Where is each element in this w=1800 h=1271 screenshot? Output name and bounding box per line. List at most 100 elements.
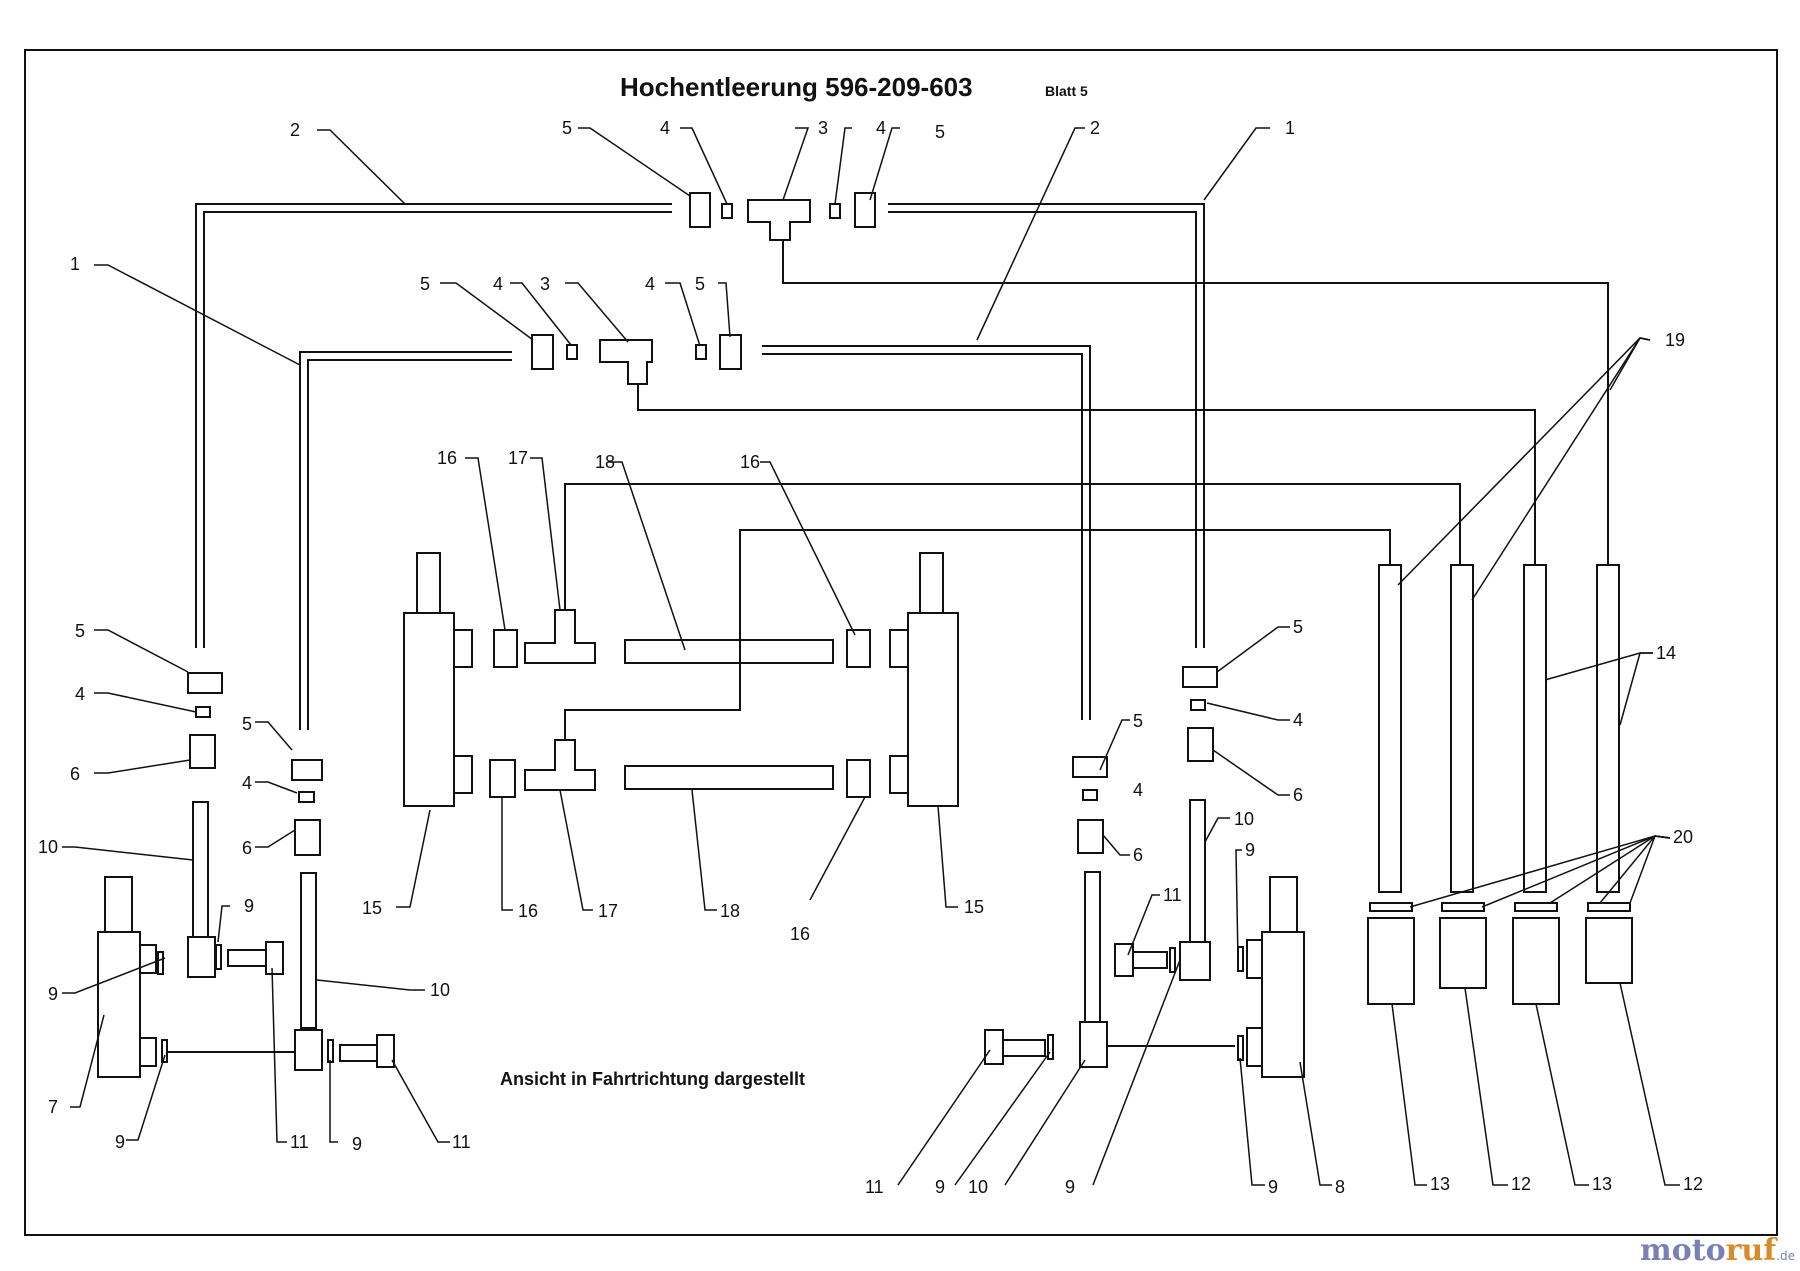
drawing-frame — [24, 49, 1778, 1236]
part-16-lower-right — [846, 759, 871, 798]
tube-18-lower — [624, 765, 834, 790]
pipe-10-left-b — [300, 872, 317, 1029]
svg-text:motoruf.de: motoruf.de — [1640, 1233, 1795, 1268]
ref-label: 2 — [290, 120, 300, 140]
ref-label: 9 — [935, 1177, 945, 1197]
hydraulic-line-middle-lower — [564, 529, 1391, 740]
ref-label: 9 — [115, 1132, 125, 1152]
ref-label: 12 — [1683, 1174, 1703, 1194]
ref-label: 6 — [1133, 845, 1143, 865]
cylinder-15-right — [907, 612, 959, 807]
part-5-top-right — [854, 192, 876, 228]
ref-label: 1 — [70, 254, 80, 274]
reference-numbers: 2 5 4 3 4 5 2 1 1 5 4 3 4 5 19 16 17 18 … — [38, 118, 1703, 1197]
ref-label: 5 — [75, 621, 85, 641]
ref-label: 9 — [244, 896, 254, 916]
hose-2-right — [762, 345, 1091, 720]
ref-label: 4 — [876, 118, 886, 138]
seal-20-d — [1587, 902, 1631, 912]
pipe-10-right-b — [1084, 871, 1101, 1023]
tee-17-upper — [524, 609, 596, 664]
hydraulic-line-top — [782, 240, 1609, 565]
ref-label: 11 — [1163, 885, 1182, 905]
tee-17-lower — [524, 739, 596, 791]
bolt-11-left-a — [227, 949, 271, 967]
ref-label: 16 — [790, 924, 810, 944]
cylinder-15-left — [403, 612, 455, 807]
part-16-upper-right — [846, 629, 871, 668]
ref-label: 4 — [645, 274, 655, 294]
cylinder-15-right-rod — [919, 552, 944, 614]
watermark-part1: moto — [1640, 1233, 1726, 1268]
part-11-right-b-body — [1079, 1021, 1108, 1068]
pipe-14-a — [1378, 564, 1402, 893]
tee-3-second — [599, 339, 653, 385]
part-11-left-a-body — [187, 936, 216, 978]
ref-label: 12 — [1511, 1174, 1531, 1194]
ref-label: 15 — [964, 897, 984, 917]
motoruf-watermark: motoruf.de — [1640, 1233, 1795, 1268]
ref-label: 18 — [595, 452, 615, 472]
pipe-14-c — [1523, 564, 1547, 893]
ref-label: 5 — [242, 714, 252, 734]
cylinder-8-rod — [1269, 876, 1298, 933]
seal-20-b — [1441, 902, 1485, 912]
ref-label: 4 — [493, 274, 503, 294]
washer-9-cyl8 — [1237, 946, 1244, 972]
ref-label: 10 — [1234, 809, 1254, 829]
bolt-11-left-b — [339, 1044, 383, 1062]
part-11-right-a-body — [1179, 941, 1211, 981]
bolt-head-11-left-b — [376, 1034, 395, 1068]
watermark-part2: ruf — [1726, 1233, 1779, 1268]
washer-9-left-b — [327, 1039, 334, 1063]
part-5-right-a — [1182, 666, 1218, 688]
cylinder-7 — [97, 931, 141, 1078]
top-hose-assembly — [195, 192, 1609, 648]
ref-label: 9 — [48, 984, 58, 1004]
ref-label: 4 — [75, 684, 85, 704]
ref-label: 18 — [720, 901, 740, 921]
ref-label: 9 — [1245, 840, 1255, 860]
ref-label: 4 — [1133, 780, 1143, 800]
part-5-second-left — [531, 334, 554, 370]
part-6-left-b — [294, 819, 321, 856]
ref-label: 10 — [430, 980, 450, 1000]
part-6-right-b — [1077, 819, 1104, 854]
pipe-10-left-a — [192, 801, 209, 938]
ref-label: 16 — [740, 452, 760, 472]
tube-18-upper — [624, 639, 834, 664]
hydraulic-line-middle-upper — [564, 483, 1461, 610]
second-hose-assembly — [299, 334, 1536, 730]
part-4-right-a — [1190, 699, 1206, 711]
ref-label: 11 — [452, 1132, 471, 1152]
bolt-head-11-right-b — [984, 1029, 1004, 1065]
ref-label: 5 — [562, 118, 572, 138]
seal-20-a — [1369, 902, 1413, 912]
part-4-second-left — [566, 344, 578, 360]
ref-label: 19 — [1665, 330, 1685, 350]
cap-13-b — [1512, 917, 1560, 1005]
ref-label: 6 — [242, 838, 252, 858]
ref-label: 17 — [508, 448, 528, 468]
middle-cylinder-assembly — [403, 483, 1461, 807]
ref-label: 11 — [865, 1177, 884, 1197]
ref-label: 13 — [1430, 1174, 1450, 1194]
ref-label: 4 — [1293, 710, 1303, 730]
pipe-14-b — [1450, 564, 1474, 893]
washer-9-cyl8-lower — [1237, 1035, 1244, 1061]
hose-1-left — [299, 351, 512, 730]
ref-label: 9 — [352, 1134, 362, 1154]
ref-label: 14 — [1656, 643, 1676, 663]
ref-label: 5 — [1133, 711, 1143, 731]
cylinder-15-left-rod — [416, 552, 441, 614]
right-valve-assembly — [984, 666, 1305, 1078]
ref-label: 3 — [818, 118, 828, 138]
leader-lines — [62, 127, 1680, 1186]
ref-label: 11 — [290, 1132, 309, 1152]
tee-3-top — [747, 199, 811, 241]
seal-20-c — [1514, 902, 1558, 912]
hose-1-top-right — [888, 203, 1205, 648]
ref-label: 5 — [695, 274, 705, 294]
part-11-left-b-body — [294, 1029, 323, 1071]
